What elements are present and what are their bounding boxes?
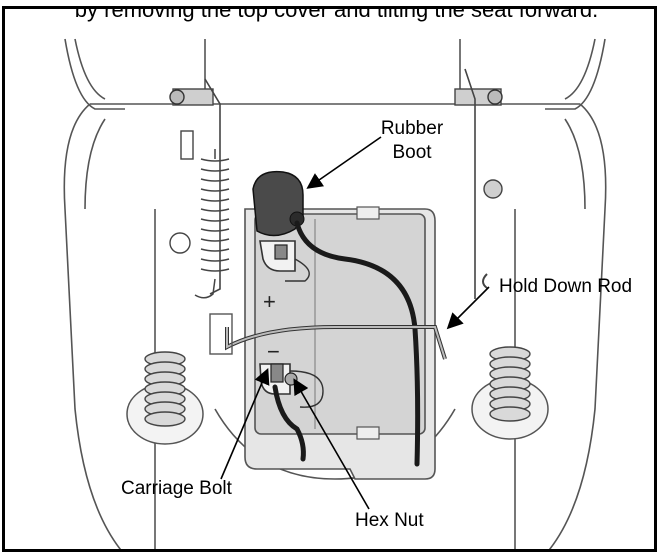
hold-down-rod-label: Hold Down Rod: [499, 276, 633, 297]
rubber-boot-label-line2: Boot: [392, 142, 432, 163]
hex-nut-label: Hex Nut: [355, 510, 424, 531]
top-caption: by removing the top cover and tilting th…: [74, 6, 599, 22]
negative-mark: −: [267, 339, 280, 364]
positive-terminal: [259, 240, 310, 282]
positive-cable: [294, 220, 421, 467]
battery-illustration: + −: [63, 38, 607, 549]
leader-hex-nut: [293, 378, 370, 510]
negative-cable: [272, 384, 306, 462]
carriage-bolt-label: Carriage Bolt: [121, 478, 232, 499]
callout-lines: [220, 136, 490, 510]
rubber-boot-label: Rubber Boot: [367, 117, 457, 165]
leader-carriage-bolt: [220, 368, 270, 480]
leader-rubber-boot: [306, 136, 382, 189]
right-hinge: [454, 68, 503, 299]
rubber-boot-label-line1: Rubber: [380, 118, 444, 139]
leader-hold-down-rod: [446, 286, 490, 330]
machine-body: [63, 38, 607, 549]
diagram-frame: by removing the top cover and tilting th…: [2, 6, 657, 552]
left-hinge: [169, 78, 221, 295]
left-bumper: [126, 351, 204, 445]
positive-mark: +: [263, 289, 276, 314]
right-bumper: [471, 346, 549, 440]
hold-down-rod-highlight: [226, 325, 446, 360]
left-spring: [194, 149, 230, 299]
